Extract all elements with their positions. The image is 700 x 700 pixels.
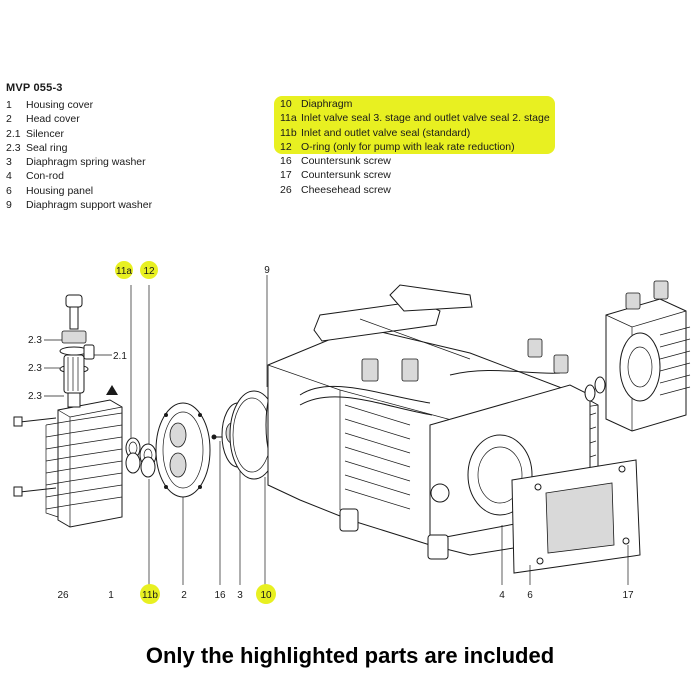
part-name: Diaphragm support washer bbox=[26, 199, 153, 212]
part-entry: 4 Con-rod bbox=[6, 169, 152, 183]
callout-2-3: 2.3 bbox=[28, 391, 42, 402]
part-entry-highlighted: 10 Diaphragm bbox=[280, 97, 550, 111]
part-number: 16 bbox=[280, 155, 292, 168]
part-entry-highlighted: 11b Inlet and outlet valve seal (standard… bbox=[280, 126, 550, 140]
right-head-drawing bbox=[584, 280, 691, 432]
part-entry: 3 Diaphragm spring washer bbox=[6, 155, 152, 169]
callout-17: 17 bbox=[622, 590, 634, 601]
part-entry: 1 Housing cover bbox=[6, 98, 152, 112]
callout-9: 9 bbox=[264, 265, 270, 276]
callout-bubble bbox=[256, 584, 276, 604]
part-number: 4 bbox=[6, 170, 12, 183]
part-number: 1 bbox=[6, 99, 12, 111]
part-name: Inlet and outlet valve seal (standard) bbox=[301, 126, 471, 139]
part-name: Diaphragm bbox=[301, 98, 353, 110]
part-entry-highlighted: 12 O-ring (only for pump with leak rate r… bbox=[280, 140, 550, 154]
part-entry: 17 Countersunk screw bbox=[280, 168, 550, 182]
callout-12: 12 bbox=[143, 266, 155, 277]
part-entry: 2.3 Seal ring bbox=[6, 141, 152, 155]
part-name: Housing panel bbox=[26, 184, 94, 197]
callout-2: 2 bbox=[181, 590, 187, 601]
valve-seal-drawing bbox=[106, 285, 157, 585]
part-name: Seal ring bbox=[26, 141, 68, 154]
callout-2-3: 2.3 bbox=[28, 335, 42, 346]
part-number: 9 bbox=[6, 199, 12, 212]
part-name: Cheesehead screw bbox=[301, 183, 391, 196]
part-name: O-ring (only for pump with leak rate red… bbox=[301, 140, 515, 153]
part-entry-highlighted: 11a Inlet valve seal 3. stage and outlet … bbox=[280, 111, 550, 125]
parts-list-right: 10 Diaphragm 11a Inlet valve seal 3. stage… bbox=[280, 97, 550, 197]
callout-1: 1 bbox=[108, 590, 114, 601]
housing-panel-drawing bbox=[501, 459, 641, 585]
callout-3: 3 bbox=[237, 590, 243, 601]
part-number: 11a bbox=[280, 112, 297, 125]
model-title: MVP 055-3 bbox=[6, 82, 63, 94]
callout-11b: 11b bbox=[142, 590, 158, 601]
part-name: Housing cover bbox=[26, 99, 94, 111]
part-name: Countersunk screw bbox=[301, 169, 391, 182]
part-entry: 2 Head cover bbox=[6, 112, 152, 126]
parts-list-left: 1 Housing cover 2 Head cover 2.1 Silencer 2… bbox=[6, 98, 152, 212]
part-number: 11b bbox=[280, 126, 297, 139]
part-entry: 9 Diaphragm support washer bbox=[6, 198, 152, 212]
callout-bubble bbox=[140, 261, 158, 279]
part-number: 2.3 bbox=[6, 141, 21, 154]
highlight-box bbox=[274, 96, 555, 154]
callout-10: 10 bbox=[260, 590, 272, 601]
part-number: 3 bbox=[6, 156, 12, 169]
part-name: Head cover bbox=[26, 113, 80, 126]
part-entry: 2.1 Silencer bbox=[6, 127, 152, 141]
callout-labels: 11a 12 9 2.3 2.3 2.3 2.1 26 1 11b 2 16 3… bbox=[28, 261, 634, 604]
part-number: 10 bbox=[280, 98, 292, 110]
part-number: 6 bbox=[6, 184, 12, 197]
housing-cover-drawing bbox=[13, 294, 123, 528]
part-number: 26 bbox=[280, 183, 292, 196]
exploded-view-diagram: 11a 12 9 2.3 2.3 2.3 2.1 26 1 11b 2 16 3… bbox=[13, 261, 691, 604]
part-name: Con-rod bbox=[26, 170, 64, 183]
callout-bubble bbox=[140, 584, 160, 604]
part-entry: 26 Cheesehead screw bbox=[280, 183, 550, 197]
footer-note: Only the highlighted parts are included bbox=[145, 643, 555, 668]
part-entry: 6 Housing panel bbox=[6, 184, 152, 198]
callout-16: 16 bbox=[214, 590, 226, 601]
callout-4: 4 bbox=[499, 590, 505, 601]
part-number: 12 bbox=[280, 140, 292, 153]
part-number: 2 bbox=[6, 113, 12, 126]
callout-bubble bbox=[115, 261, 133, 279]
part-name: Inlet valve seal 3. stage and outlet val… bbox=[301, 112, 550, 125]
callout-2-1: 2.1 bbox=[113, 351, 127, 362]
part-name: Diaphragm spring washer bbox=[26, 156, 146, 169]
callout-26: 26 bbox=[57, 590, 69, 601]
part-name: Silencer bbox=[26, 127, 64, 140]
part-number: 17 bbox=[280, 169, 292, 182]
part-entry: 16 Countersunk screw bbox=[280, 154, 550, 168]
head-cover-drawing bbox=[155, 402, 211, 585]
callout-6: 6 bbox=[527, 590, 533, 601]
callout-2-3: 2.3 bbox=[28, 363, 42, 374]
part-number: 2.1 bbox=[6, 127, 21, 140]
callout-11a: 11a bbox=[116, 266, 132, 277]
part-name: Countersunk screw bbox=[301, 155, 391, 168]
